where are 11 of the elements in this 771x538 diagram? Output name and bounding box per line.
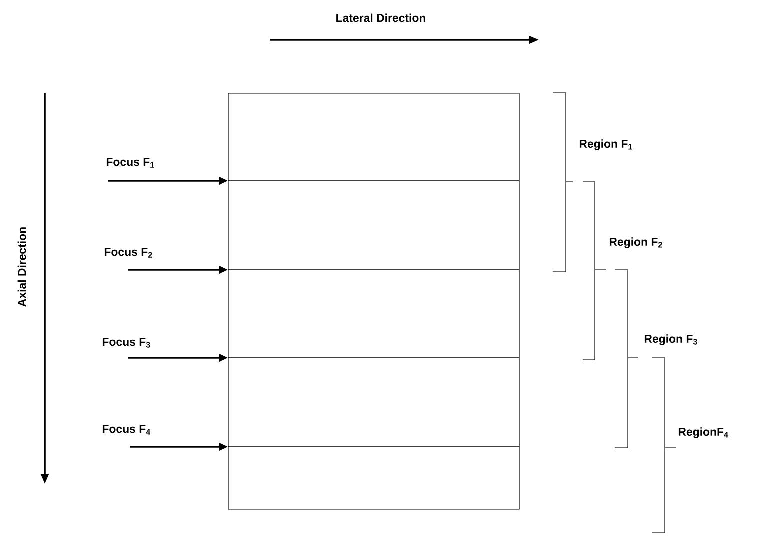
region-label: RegionF$_{4}$	[678, 428, 728, 438]
region-label: Region F$_{3}$	[644, 334, 698, 346]
focus-label: Focus F$_{4}$	[102, 425, 151, 435]
focus-label: Focus F$_{2}$	[104, 248, 152, 258]
region-label: Region F$_{1}$	[580, 140, 632, 150]
direction-label: Axial Direction	[18, 228, 26, 307]
region-box	[228, 93, 520, 510]
region-label: Region F$_{2}$	[610, 238, 662, 248]
focus-label: Focus F$_{1}$	[106, 158, 154, 168]
direction-label: Lateral Direction	[336, 14, 426, 22]
focus-label: Focus F$_{3}$	[102, 338, 150, 348]
